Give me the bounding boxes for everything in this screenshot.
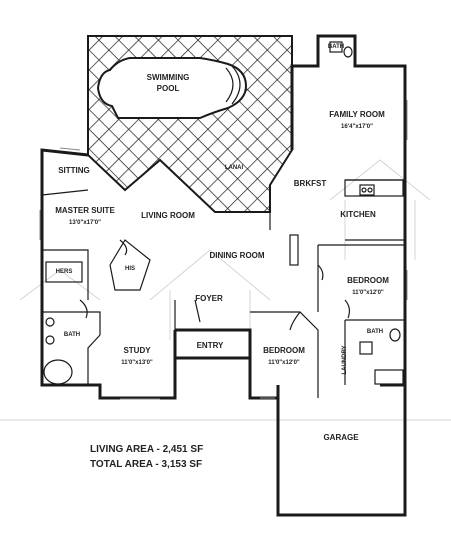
label-bath-right: BATH [367,329,383,335]
label-sitting: SITTING [58,166,90,175]
label-foyer: FOYER [195,294,223,303]
label-bedroom-center-dim: 11'0"x12'0" [268,360,300,366]
label-bath-master: BATH [64,332,80,338]
living-area-summary: LIVING AREA - 2,451 SF [90,444,203,455]
label-living-room: LIVING ROOM [141,211,195,220]
label-bath-top: BATH [328,44,344,50]
label-dining-room: DINING ROOM [209,251,264,260]
label-garage: GARAGE [323,433,359,442]
label-entry: ENTRY [197,341,224,350]
label-bedroom-center: BEDROOM [263,346,305,355]
label-swimming: SWIMMING [147,73,190,82]
background-elevation-sketch [0,159,451,421]
door-swings [79,239,351,331]
bath-fixtures [43,41,404,385]
total-area-summary: TOTAL AREA - 3,153 SF [90,459,202,470]
label-family-room: FAMILY ROOM [329,110,385,119]
label-brkfst: BRKFST [294,179,327,188]
label-his: HIS [125,266,135,272]
label-lanai: LANAI [225,165,244,171]
label-family-room-dim: 16'4"x17'0" [341,124,373,130]
label-study-dim: 11'0"x13'0" [121,360,153,366]
windows [39,100,408,400]
label-master-suite-dim: 13'0"x17'0" [69,220,101,226]
label-master-suite: MASTER SUITE [55,206,115,215]
label-pool: POOL [157,84,180,93]
label-laundry: LAUNDRY [342,345,348,374]
label-kitchen: KITCHEN [340,210,376,219]
label-bedroom-right-dim: 11'0"x12'0" [352,290,384,296]
label-bedroom-right: BEDROOM [347,276,389,285]
label-hers: HERS [56,269,73,275]
swimming-pool [96,57,248,119]
label-study: STUDY [123,346,151,355]
interior-walls [41,35,406,398]
